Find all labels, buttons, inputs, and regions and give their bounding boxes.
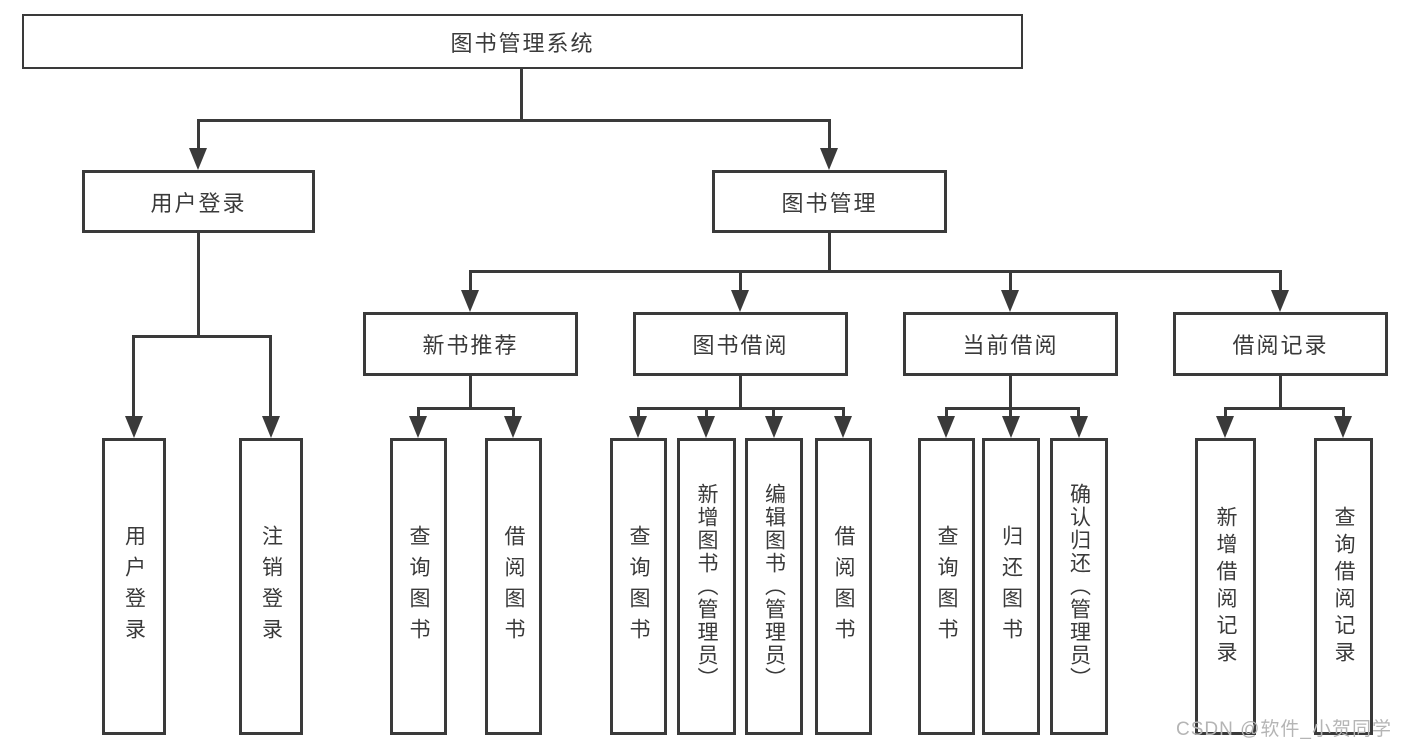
arrow-down-icon [1001, 290, 1019, 312]
connector-line [739, 376, 742, 410]
connector-line [469, 376, 472, 410]
connector-line [197, 233, 200, 335]
connector-line [469, 270, 472, 290]
connector-line [512, 407, 515, 416]
connector-line [1342, 407, 1345, 416]
leaf-label: 注销登录 [259, 524, 283, 649]
connector-line [828, 233, 831, 273]
leaf-label: 新增借阅记录 [1214, 505, 1237, 668]
arrow-down-icon [731, 290, 749, 312]
leaf-label: 归还图书 [999, 524, 1023, 649]
connector-line [417, 407, 515, 410]
node-label: 图书借阅 [692, 333, 789, 358]
connector-line [197, 119, 831, 122]
node-book-borrow: 图书借阅 [633, 312, 848, 376]
node-label: 当前借阅 [962, 333, 1059, 358]
leaf-newbook-borrow-books: 借阅图书 [485, 438, 542, 735]
node-label: 用户登录 [150, 190, 247, 216]
arrow-down-icon [1070, 416, 1088, 438]
leaf-records-add-record: 新增借阅记录 [1195, 438, 1256, 735]
connector-line [828, 119, 831, 148]
leaf-label: 借阅图书 [502, 524, 525, 649]
connector-line [269, 335, 272, 416]
arrow-down-icon [262, 416, 280, 438]
node-label: 借阅记录 [1232, 333, 1329, 358]
arrow-down-icon [1002, 416, 1020, 438]
watermark: CSDN @软件_小贺同学 [1176, 719, 1392, 740]
arrow-down-icon [1216, 416, 1234, 438]
leaf-current-query-books: 查询图书 [918, 438, 975, 735]
arrow-down-icon [189, 148, 207, 170]
leaf-label: 查询图书 [627, 524, 650, 649]
connector-line [197, 119, 200, 148]
node-new-book-recommend: 新书推荐 [363, 312, 578, 376]
arrow-down-icon [461, 290, 479, 312]
leaf-borrow-edit-books-admin: 编辑图书（管理员） [745, 438, 803, 735]
leaf-borrow-query-books: 查询图书 [610, 438, 667, 735]
connector-line [1077, 407, 1080, 416]
connector-line [945, 407, 948, 416]
leaf-current-return-books: 归还图书 [982, 438, 1040, 735]
connector-line [705, 407, 708, 416]
leaf-label: 用户登录 [122, 524, 146, 649]
connector-line [1009, 376, 1012, 410]
arrow-down-icon [125, 416, 143, 438]
arrow-down-icon [834, 416, 852, 438]
connector-line [417, 407, 420, 416]
connector-line [520, 69, 523, 122]
connector-line [739, 270, 742, 290]
connector-line [637, 407, 640, 416]
connector-line [772, 407, 775, 416]
arrow-down-icon [409, 416, 427, 438]
arrow-down-icon [820, 148, 838, 170]
connector-line [1009, 270, 1012, 290]
leaf-label: 新增图书（管理员） [695, 483, 718, 690]
leaf-label: 借阅图书 [832, 524, 855, 649]
leaf-user-login: 用户登录 [102, 438, 166, 735]
leaf-logout: 注销登录 [239, 438, 303, 735]
leaf-newbook-query-books: 查询图书 [390, 438, 447, 735]
connector-line [1279, 270, 1282, 290]
node-book-management: 图书管理 [712, 170, 947, 233]
arrow-down-icon [629, 416, 647, 438]
arrow-down-icon [937, 416, 955, 438]
node-label: 新书推荐 [422, 333, 519, 358]
connector-line [1224, 407, 1227, 416]
node-label: 图书管理 [781, 190, 878, 216]
connector-line [1224, 407, 1345, 410]
connector-line [842, 407, 845, 416]
leaf-current-confirm-return-admin: 确认归还（管理员） [1050, 438, 1108, 735]
connector-line [469, 270, 1282, 273]
leaf-label: 查询图书 [407, 524, 430, 649]
leaf-borrow-borrow-books: 借阅图书 [815, 438, 872, 735]
arrow-down-icon [765, 416, 783, 438]
connector-line [132, 335, 135, 416]
connector-line [132, 335, 272, 338]
leaf-label: 查询图书 [935, 524, 958, 649]
node-current-borrow: 当前借阅 [903, 312, 1118, 376]
node-library-management-system: 图书管理系统 [22, 14, 1023, 69]
connector-line [637, 407, 845, 410]
leaf-borrow-add-books-admin: 新增图书（管理员） [677, 438, 736, 735]
arrow-down-icon [1271, 290, 1289, 312]
leaf-records-query-record: 查询借阅记录 [1314, 438, 1373, 735]
leaf-label: 确认归还（管理员） [1067, 483, 1091, 690]
leaf-label: 编辑图书（管理员） [762, 483, 786, 690]
connector-line [945, 407, 1080, 410]
node-user-login: 用户登录 [82, 170, 315, 233]
connector-line [1009, 407, 1012, 416]
connector-line [1279, 376, 1282, 410]
leaf-label: 查询借阅记录 [1332, 505, 1355, 668]
arrow-down-icon [1334, 416, 1352, 438]
node-label: 图书管理系统 [450, 30, 595, 56]
arrow-down-icon [697, 416, 715, 438]
arrow-down-icon [504, 416, 522, 438]
node-borrow-records: 借阅记录 [1173, 312, 1388, 376]
